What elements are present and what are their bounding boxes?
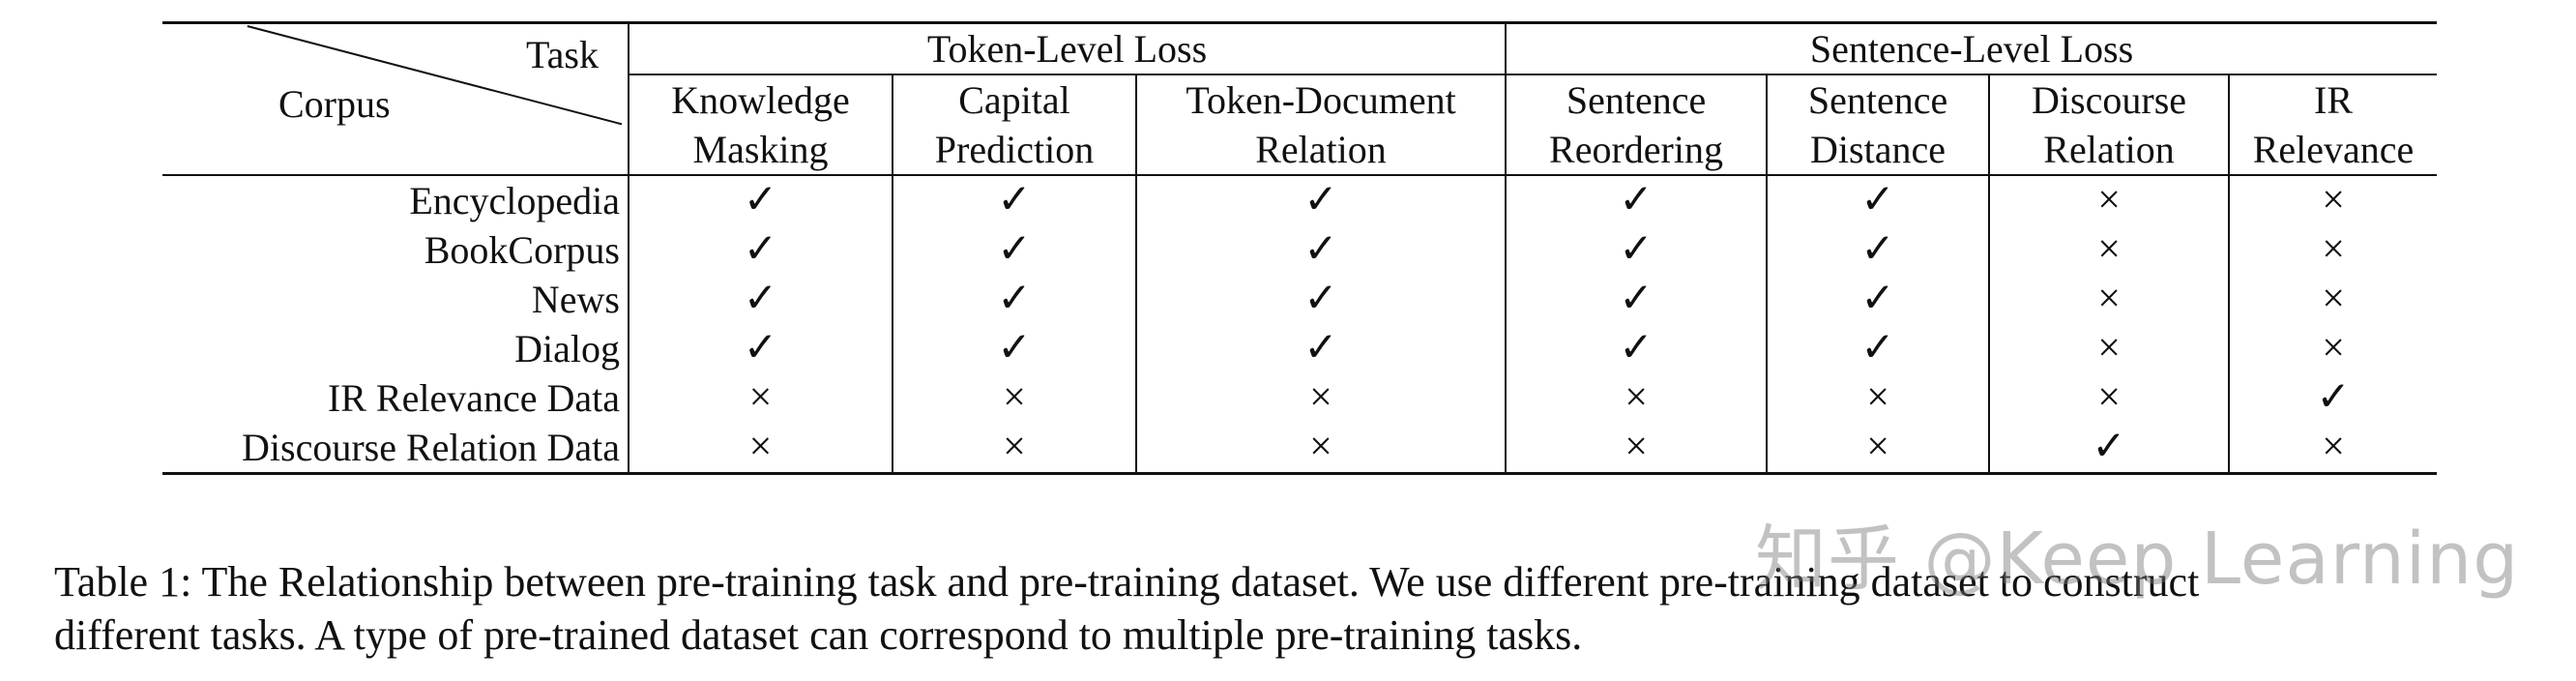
col-knowledge-masking-line1: Knowledge — [629, 74, 893, 125]
table-cell-mark: × — [1506, 423, 1769, 474]
table-cell-mark: ✓ — [629, 174, 893, 225]
table-cell-mark: × — [1989, 174, 2231, 225]
col-capital-prediction-line1: Capital — [893, 74, 1137, 125]
col-token-document-relation-line1: Token-Document — [1136, 74, 1508, 125]
col-discourse-relation-line1: Discourse — [1989, 74, 2231, 125]
table-cell-mark: ✓ — [629, 324, 893, 373]
corpus-name: Encyclopedia — [162, 174, 629, 225]
group-sentence-level-loss: Sentence-Level Loss — [1506, 21, 2438, 75]
table-cell-mark: ✓ — [1989, 423, 2231, 474]
zhihu-watermark: 知乎 @Keep Learning — [1755, 518, 2520, 601]
corpus-name: Discourse Relation Data — [162, 423, 629, 474]
table-cell-mark: ✓ — [1136, 275, 1508, 324]
table-cell-mark: × — [2322, 425, 2345, 469]
table-cell-mark: × — [1767, 373, 1991, 423]
col-sentence-distance-line1: Sentence — [1767, 74, 1991, 125]
group-token-level-loss: Token-Level Loss — [629, 21, 1508, 75]
table-cell-mark: ✓ — [893, 174, 1137, 225]
header-row-columns-bottom: Masking Prediction Relation Reordering D… — [162, 125, 2437, 175]
table-row: Discourse Relation Data × × × × × ✓ × — [162, 423, 2437, 474]
col-sentence-distance-line2: Distance — [1767, 125, 1991, 175]
diagonal-line — [247, 25, 623, 126]
table-cell-mark: ✓ — [629, 225, 893, 275]
col-token-document-relation-line2: Relation — [1136, 125, 1508, 175]
table-cell-mark: × — [1989, 373, 2231, 423]
table-cell-mark: ✓ — [1506, 324, 1769, 373]
corpus-name: News — [162, 275, 629, 324]
header-row-groups: Task Corpus Token-Level Loss Sentence-Le… — [162, 21, 2438, 175]
col-capital-prediction-line2: Prediction — [893, 125, 1137, 175]
table-caption: Table 1: The Relationship between pre-tr… — [54, 555, 2549, 662]
table-cell-mark: × — [1506, 373, 1769, 423]
table-cell-mark: × — [2322, 227, 2345, 272]
table-cell-mark: ✓ — [1767, 275, 1991, 324]
table-cell-mark: ✓ — [1506, 225, 1769, 275]
corpus-name: IR Relevance Data — [162, 373, 629, 423]
table-cell-mark: ✓ — [1136, 225, 1508, 275]
relationship-table-container: Task Corpus Token-Level Loss Sentence-Le… — [162, 21, 2438, 475]
table-cell-mark: ✓ — [1506, 275, 1769, 324]
table-row: Encyclopedia ✓ ✓ ✓ ✓ ✓ × × — [162, 174, 2438, 225]
table-row: IR Relevance Data × × × × × × ✓ — [162, 373, 2437, 423]
table-cell-mark: ✓ — [1136, 324, 1508, 373]
table-cell-mark: × — [1767, 423, 1991, 474]
table-row: News ✓ ✓ ✓ ✓ ✓ × × — [162, 275, 2437, 324]
col-ir-relevance-line2: Relevance — [2252, 128, 2415, 171]
table-cell-mark: × — [2322, 326, 2345, 370]
corpus-header-label: Corpus — [278, 82, 391, 126]
col-sentence-reordering-line2: Reordering — [1506, 125, 1769, 175]
table-cell-mark: ✓ — [629, 275, 893, 324]
table-cell-mark: ✓ — [1767, 225, 1991, 275]
diagonal-header-cell: Task Corpus — [162, 21, 629, 175]
table-cell-mark: ✓ — [1767, 324, 1991, 373]
table-cell-mark: ✓ — [893, 225, 1137, 275]
table-cell-mark: × — [1989, 225, 2231, 275]
task-header-label: Task — [526, 33, 599, 76]
relationship-table: Task Corpus Token-Level Loss Sentence-Le… — [162, 21, 2438, 475]
table-cell-mark: × — [629, 423, 893, 474]
col-sentence-reordering-line1: Sentence — [1506, 74, 1769, 125]
table-cell-mark: × — [1989, 275, 2231, 324]
col-discourse-relation-line2: Relation — [1989, 125, 2231, 175]
table-cell-mark: × — [893, 423, 1137, 474]
table-cell-mark: ✓ — [893, 275, 1137, 324]
table-cell-mark: × — [2322, 277, 2345, 321]
table-row: BookCorpus ✓ ✓ ✓ ✓ ✓ × × — [162, 225, 2437, 275]
table-cell-mark: × — [1136, 423, 1508, 474]
table-cell-mark: ✓ — [2316, 375, 2351, 420]
caption-line-1: Table 1: The Relationship between pre-tr… — [54, 558, 2200, 606]
table-cell-mark: ✓ — [1767, 174, 1991, 225]
table-cell-mark: × — [1989, 324, 2231, 373]
table-cell-mark: × — [893, 373, 1137, 423]
table-cell-mark: × — [629, 373, 893, 423]
table-cell-mark: ✓ — [893, 324, 1137, 373]
table-cell-mark: ✓ — [1506, 174, 1769, 225]
col-ir-relevance-line1: IR — [2314, 78, 2354, 122]
table-cell-mark: ✓ — [1136, 174, 1508, 225]
table-cell-mark: × — [2229, 174, 2438, 225]
corpus-name: Dialog — [162, 324, 629, 373]
table-row: Dialog ✓ ✓ ✓ ✓ ✓ × × — [162, 324, 2437, 373]
col-knowledge-masking-line2: Masking — [629, 125, 893, 175]
corpus-name: BookCorpus — [162, 225, 629, 275]
table-cell-mark: × — [1136, 373, 1508, 423]
caption-line-2: different tasks. A type of pre-trained d… — [54, 611, 1583, 659]
header-row-columns-top: Knowledge Capital Token-Document Sentenc… — [162, 74, 2437, 125]
